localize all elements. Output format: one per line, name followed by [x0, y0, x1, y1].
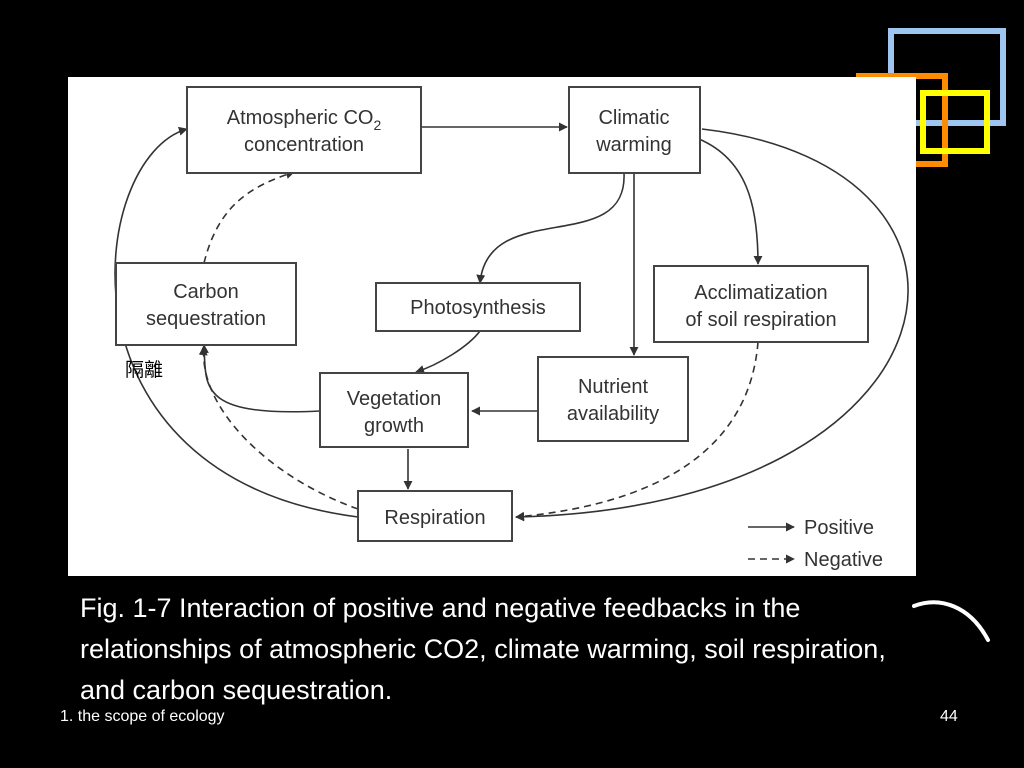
handwritten-annotation: 隔離	[125, 359, 164, 381]
edge-warming-to-photosynthesis	[476, 172, 625, 284]
node-label: Vegetation	[347, 388, 442, 410]
edge-warming-to-acclimatization	[693, 136, 763, 265]
node-label: Respiration	[384, 507, 485, 529]
feedback-diagram: Atmospheric CO2 concentration Climatic w…	[68, 77, 916, 576]
decorative-yellow-square	[920, 90, 990, 154]
node-label: Acclimatization	[694, 282, 827, 304]
legend-positive-label: Positive	[804, 517, 874, 539]
node-label: Carbon	[173, 281, 239, 303]
node-nutrient-availability: Nutrient availability	[537, 356, 689, 442]
diagram-canvas: Atmospheric CO2 concentration Climatic w…	[114, 86, 909, 571]
node-label: sequestration	[146, 308, 266, 330]
edge-sequestration-to-co2	[203, 170, 295, 264]
node-atmospheric-co2: Atmospheric CO2 concentration	[186, 86, 422, 174]
node-photosynthesis: Photosynthesis	[375, 282, 581, 332]
node-carbon-sequestration: Carbon sequestration	[115, 262, 297, 346]
node-label: Climatic	[598, 107, 669, 129]
node-acclimatization: Acclimatization of soil respiration	[653, 265, 869, 343]
node-label-subscript: 2	[373, 117, 381, 133]
edge-warming-to-respiration	[515, 128, 909, 522]
node-label: warming	[595, 134, 672, 156]
node-vegetation-growth: Vegetation growth	[319, 372, 469, 448]
edge-vegetation-to-sequestration	[199, 344, 321, 413]
footer-section-title: 1. the scope of ecology	[60, 708, 225, 725]
page-number: 44	[940, 708, 958, 725]
figure-caption: Fig. 1-7 Interaction of positive and neg…	[80, 593, 886, 705]
node-respiration: Respiration	[357, 490, 513, 542]
edge-acclimatization-to-respiration	[515, 341, 759, 521]
edge-photosynthesis-to-vegetation	[415, 330, 481, 374]
node-label: Photosynthesis	[410, 297, 546, 319]
node-label: availability	[567, 403, 659, 425]
legend-negative-label: Negative	[804, 549, 883, 571]
node-climatic-warming: Climatic warming	[568, 86, 701, 174]
legend: Positive Negative	[748, 517, 883, 571]
node-label: concentration	[244, 134, 364, 156]
node-label: of soil respiration	[685, 309, 836, 331]
decorative-curve-icon	[912, 600, 990, 642]
node-label: Atmospheric CO	[227, 107, 374, 129]
node-label: Nutrient	[578, 376, 648, 398]
node-label: growth	[364, 415, 424, 437]
svg-text:Atmospheric CO2: Atmospheric CO2	[227, 107, 382, 133]
edge-respiration-to-sequestration	[198, 346, 359, 510]
